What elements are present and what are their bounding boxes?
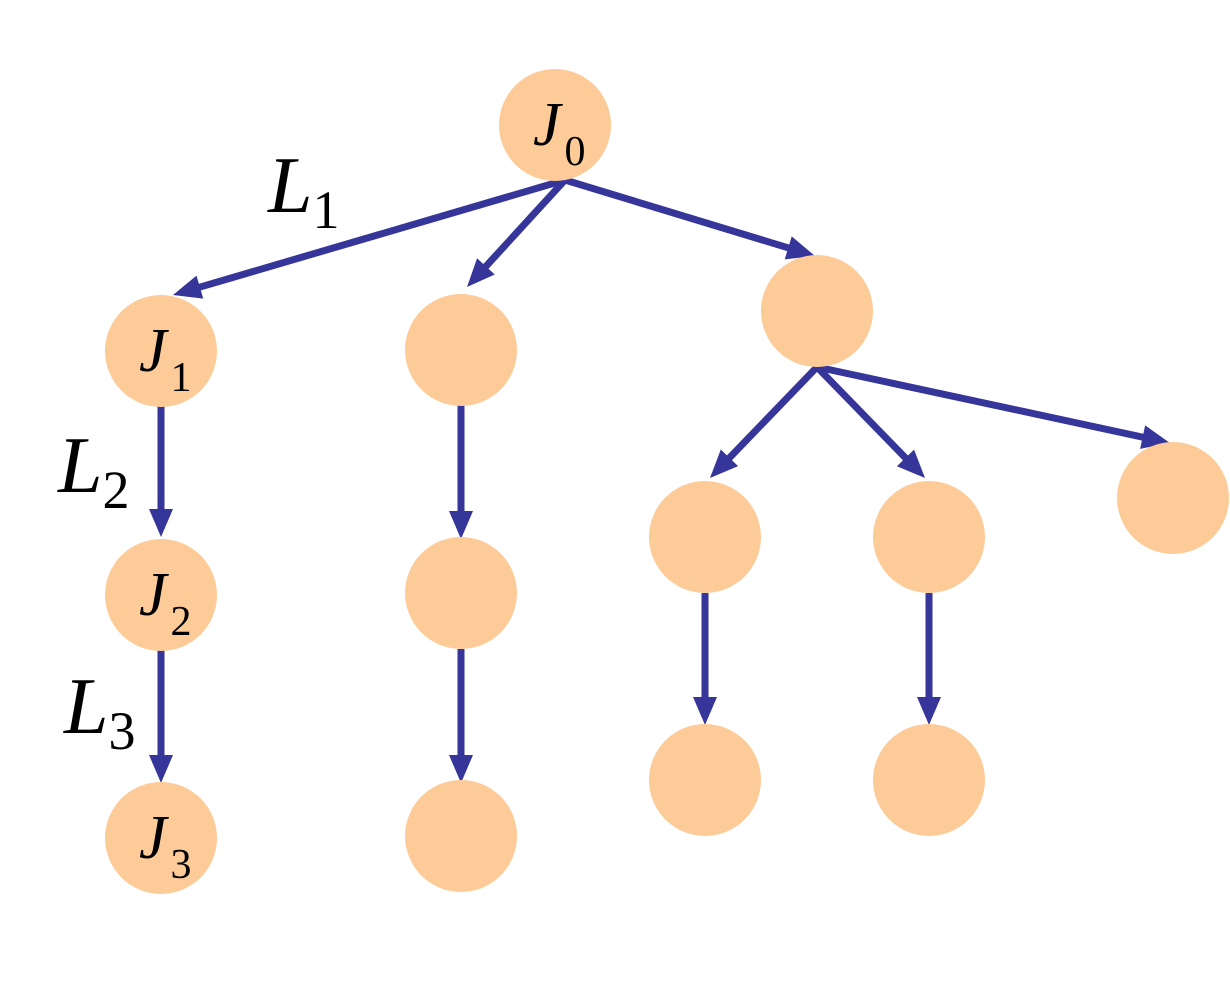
edges-layer <box>149 176 1170 783</box>
edge-c1-to-c4 <box>693 593 717 725</box>
edge-label-e2: L2 <box>57 422 130 520</box>
arrowhead <box>173 275 204 299</box>
arrowhead <box>784 236 815 260</box>
node-label-subscript: 2 <box>171 599 192 645</box>
node-c2 <box>873 481 985 593</box>
node-label-main: J <box>139 804 169 872</box>
edge-label-main: L <box>267 142 313 230</box>
node-c1 <box>649 481 761 593</box>
arrowhead <box>467 258 495 287</box>
node-label-subscript: 0 <box>565 129 586 175</box>
node-j0 <box>499 69 611 181</box>
edge-line <box>563 176 792 252</box>
node-label-subscript: 1 <box>171 355 192 401</box>
node-c5 <box>873 724 985 836</box>
node-b2 <box>405 537 517 649</box>
edge-j0-to-b1 <box>467 177 568 287</box>
node-b3 <box>405 780 517 892</box>
node-label-subscript: 3 <box>171 842 192 888</box>
edge-label-subscript: 2 <box>103 460 130 520</box>
node-label-main: J <box>533 91 563 159</box>
edge-line <box>814 364 910 462</box>
node-c3 <box>1117 442 1229 554</box>
arrowhead <box>449 755 473 783</box>
node-label-main: J <box>139 317 169 385</box>
edge-line <box>725 364 820 462</box>
edge-line <box>816 363 1146 441</box>
node-label-j0: J0 <box>533 91 586 175</box>
node-label-main: J <box>139 561 169 629</box>
arrowhead <box>1140 425 1170 449</box>
nodes-layer <box>105 69 1229 894</box>
node-label-j2: J2 <box>139 561 192 645</box>
edge-j1-to-j2 <box>149 405 173 537</box>
arrowhead <box>149 755 173 783</box>
arrowhead <box>710 449 739 478</box>
edge-label-subscript: 1 <box>313 180 340 240</box>
edge-j0-to-c0 <box>563 176 815 260</box>
node-b1 <box>405 294 517 406</box>
arrowhead <box>693 697 717 725</box>
node-j1 <box>105 295 217 407</box>
edge-c0-to-c3 <box>816 363 1170 449</box>
edge-line <box>196 176 566 292</box>
arrowhead <box>896 449 925 478</box>
edge-label-main: L <box>57 422 103 510</box>
arrowhead <box>449 511 473 539</box>
node-c4 <box>649 724 761 836</box>
edge-b1-to-b2 <box>449 405 473 539</box>
edge-j2-to-j3 <box>149 649 173 783</box>
edge-label-e3: L3 <box>63 663 136 761</box>
node-j2 <box>105 539 217 651</box>
arrowhead <box>149 509 173 537</box>
edge-c2-to-c5 <box>917 593 941 725</box>
edge-label-main: L <box>63 663 109 751</box>
edge-c0-to-c1 <box>710 364 820 478</box>
edge-line <box>481 177 568 271</box>
edge-b2-to-b3 <box>449 649 473 783</box>
edge-c0-to-c2 <box>814 364 925 478</box>
node-c0 <box>761 255 873 367</box>
edge-label-e1: L1 <box>267 142 340 240</box>
edge-label-subscript: 3 <box>109 701 136 761</box>
node-j3 <box>105 782 217 894</box>
arrowhead <box>917 697 941 725</box>
edge-j0-to-j1 <box>173 176 566 299</box>
node-label-j3: J3 <box>139 804 192 888</box>
node-label-j1: J1 <box>139 317 192 401</box>
